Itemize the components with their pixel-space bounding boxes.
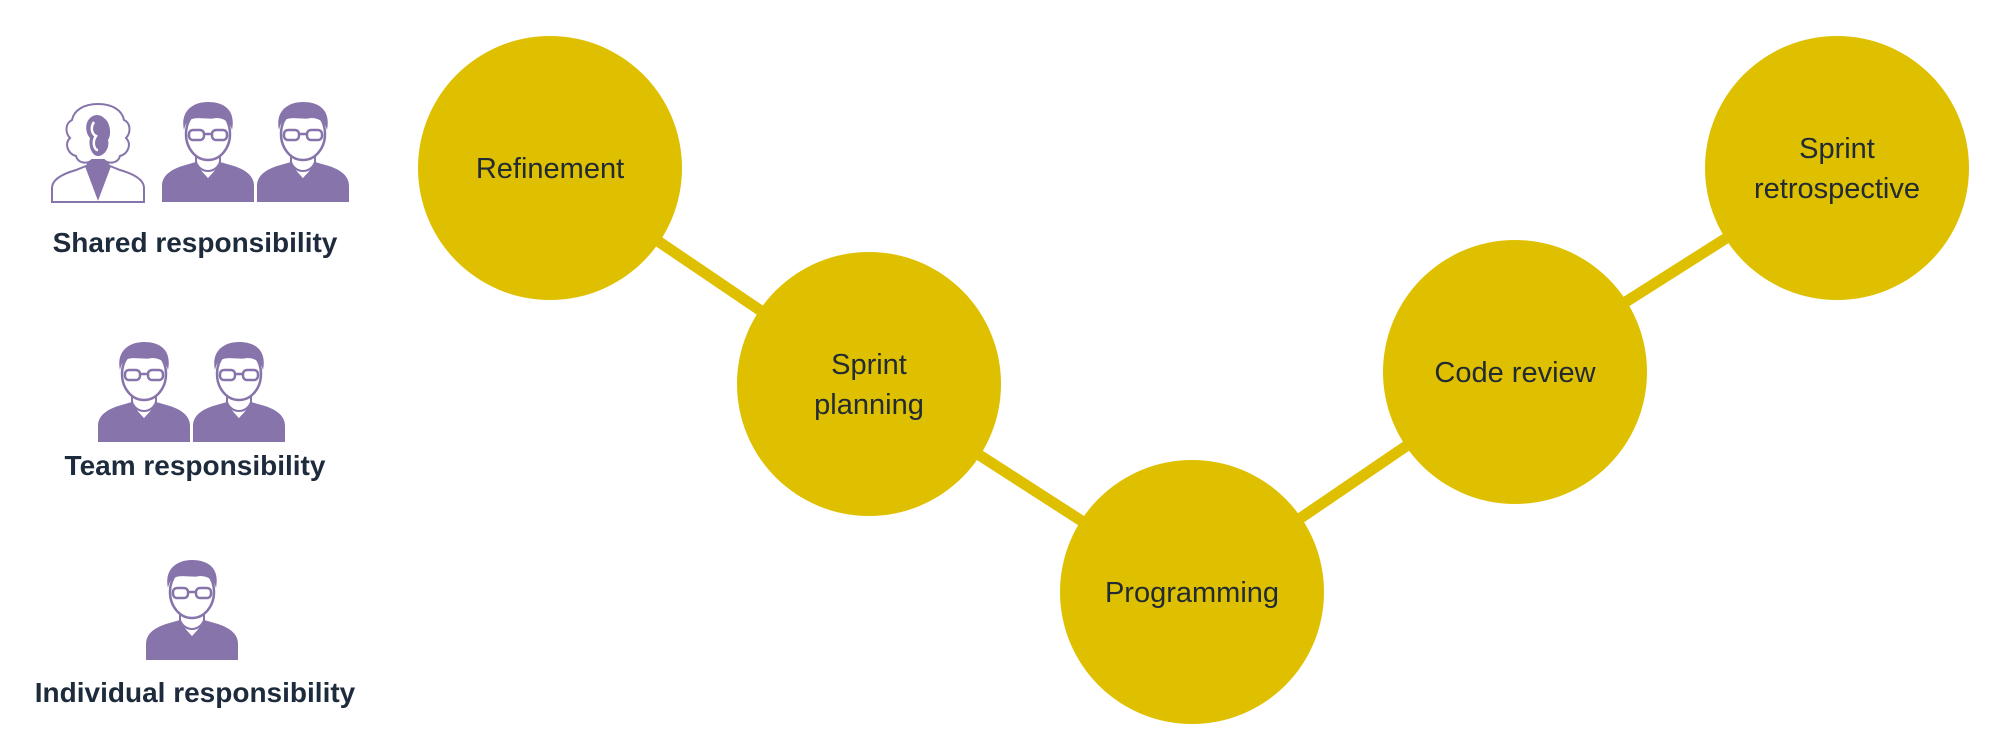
man-glasses-icon <box>96 340 192 444</box>
node-label-sprint-retrospective: retrospective <box>1754 173 1920 205</box>
man-glasses-icon <box>144 558 240 662</box>
node-refinement: Refinement <box>418 36 682 300</box>
node-programming: Programming <box>1060 460 1324 724</box>
man-glasses-icon <box>160 100 256 204</box>
legend-label-team: Team responsibility <box>65 450 326 481</box>
legend-label-shared: Shared responsibility <box>53 227 338 258</box>
node-circle-programming <box>1060 460 1324 724</box>
node-label-refinement: Refinement <box>476 153 624 185</box>
legend-individual: Individual responsibility <box>35 558 356 708</box>
node-label-programming: Programming <box>1105 577 1279 609</box>
legend-label-individual: Individual responsibility <box>35 677 356 708</box>
node-sprint-retrospective: Sprint retrospective <box>1705 36 1969 300</box>
legend-team: Team responsibility <box>65 340 326 481</box>
node-code-review: Code review <box>1383 240 1647 504</box>
man-glasses-icon <box>255 100 351 204</box>
node-circle-refinement <box>418 36 682 300</box>
man-glasses-icon <box>191 340 287 444</box>
node-label-sprint-planning: Sprint <box>831 349 907 381</box>
node-sprint-planning: Sprint planning <box>737 252 1001 516</box>
process-nodes: RefinementSprintplanningProgrammingCode … <box>418 36 1969 724</box>
node-circle-sprint-planning <box>737 252 1001 516</box>
node-label-sprint-retrospective: Sprint <box>1799 133 1875 165</box>
node-circle-code-review <box>1383 240 1647 504</box>
node-circle-sprint-retrospective <box>1705 36 1969 300</box>
node-label-sprint-planning: planning <box>814 389 924 421</box>
node-label-code-review: Code review <box>1434 357 1596 389</box>
woman-outline-icon <box>50 102 146 204</box>
legend-shared: Shared responsibility <box>50 100 351 258</box>
